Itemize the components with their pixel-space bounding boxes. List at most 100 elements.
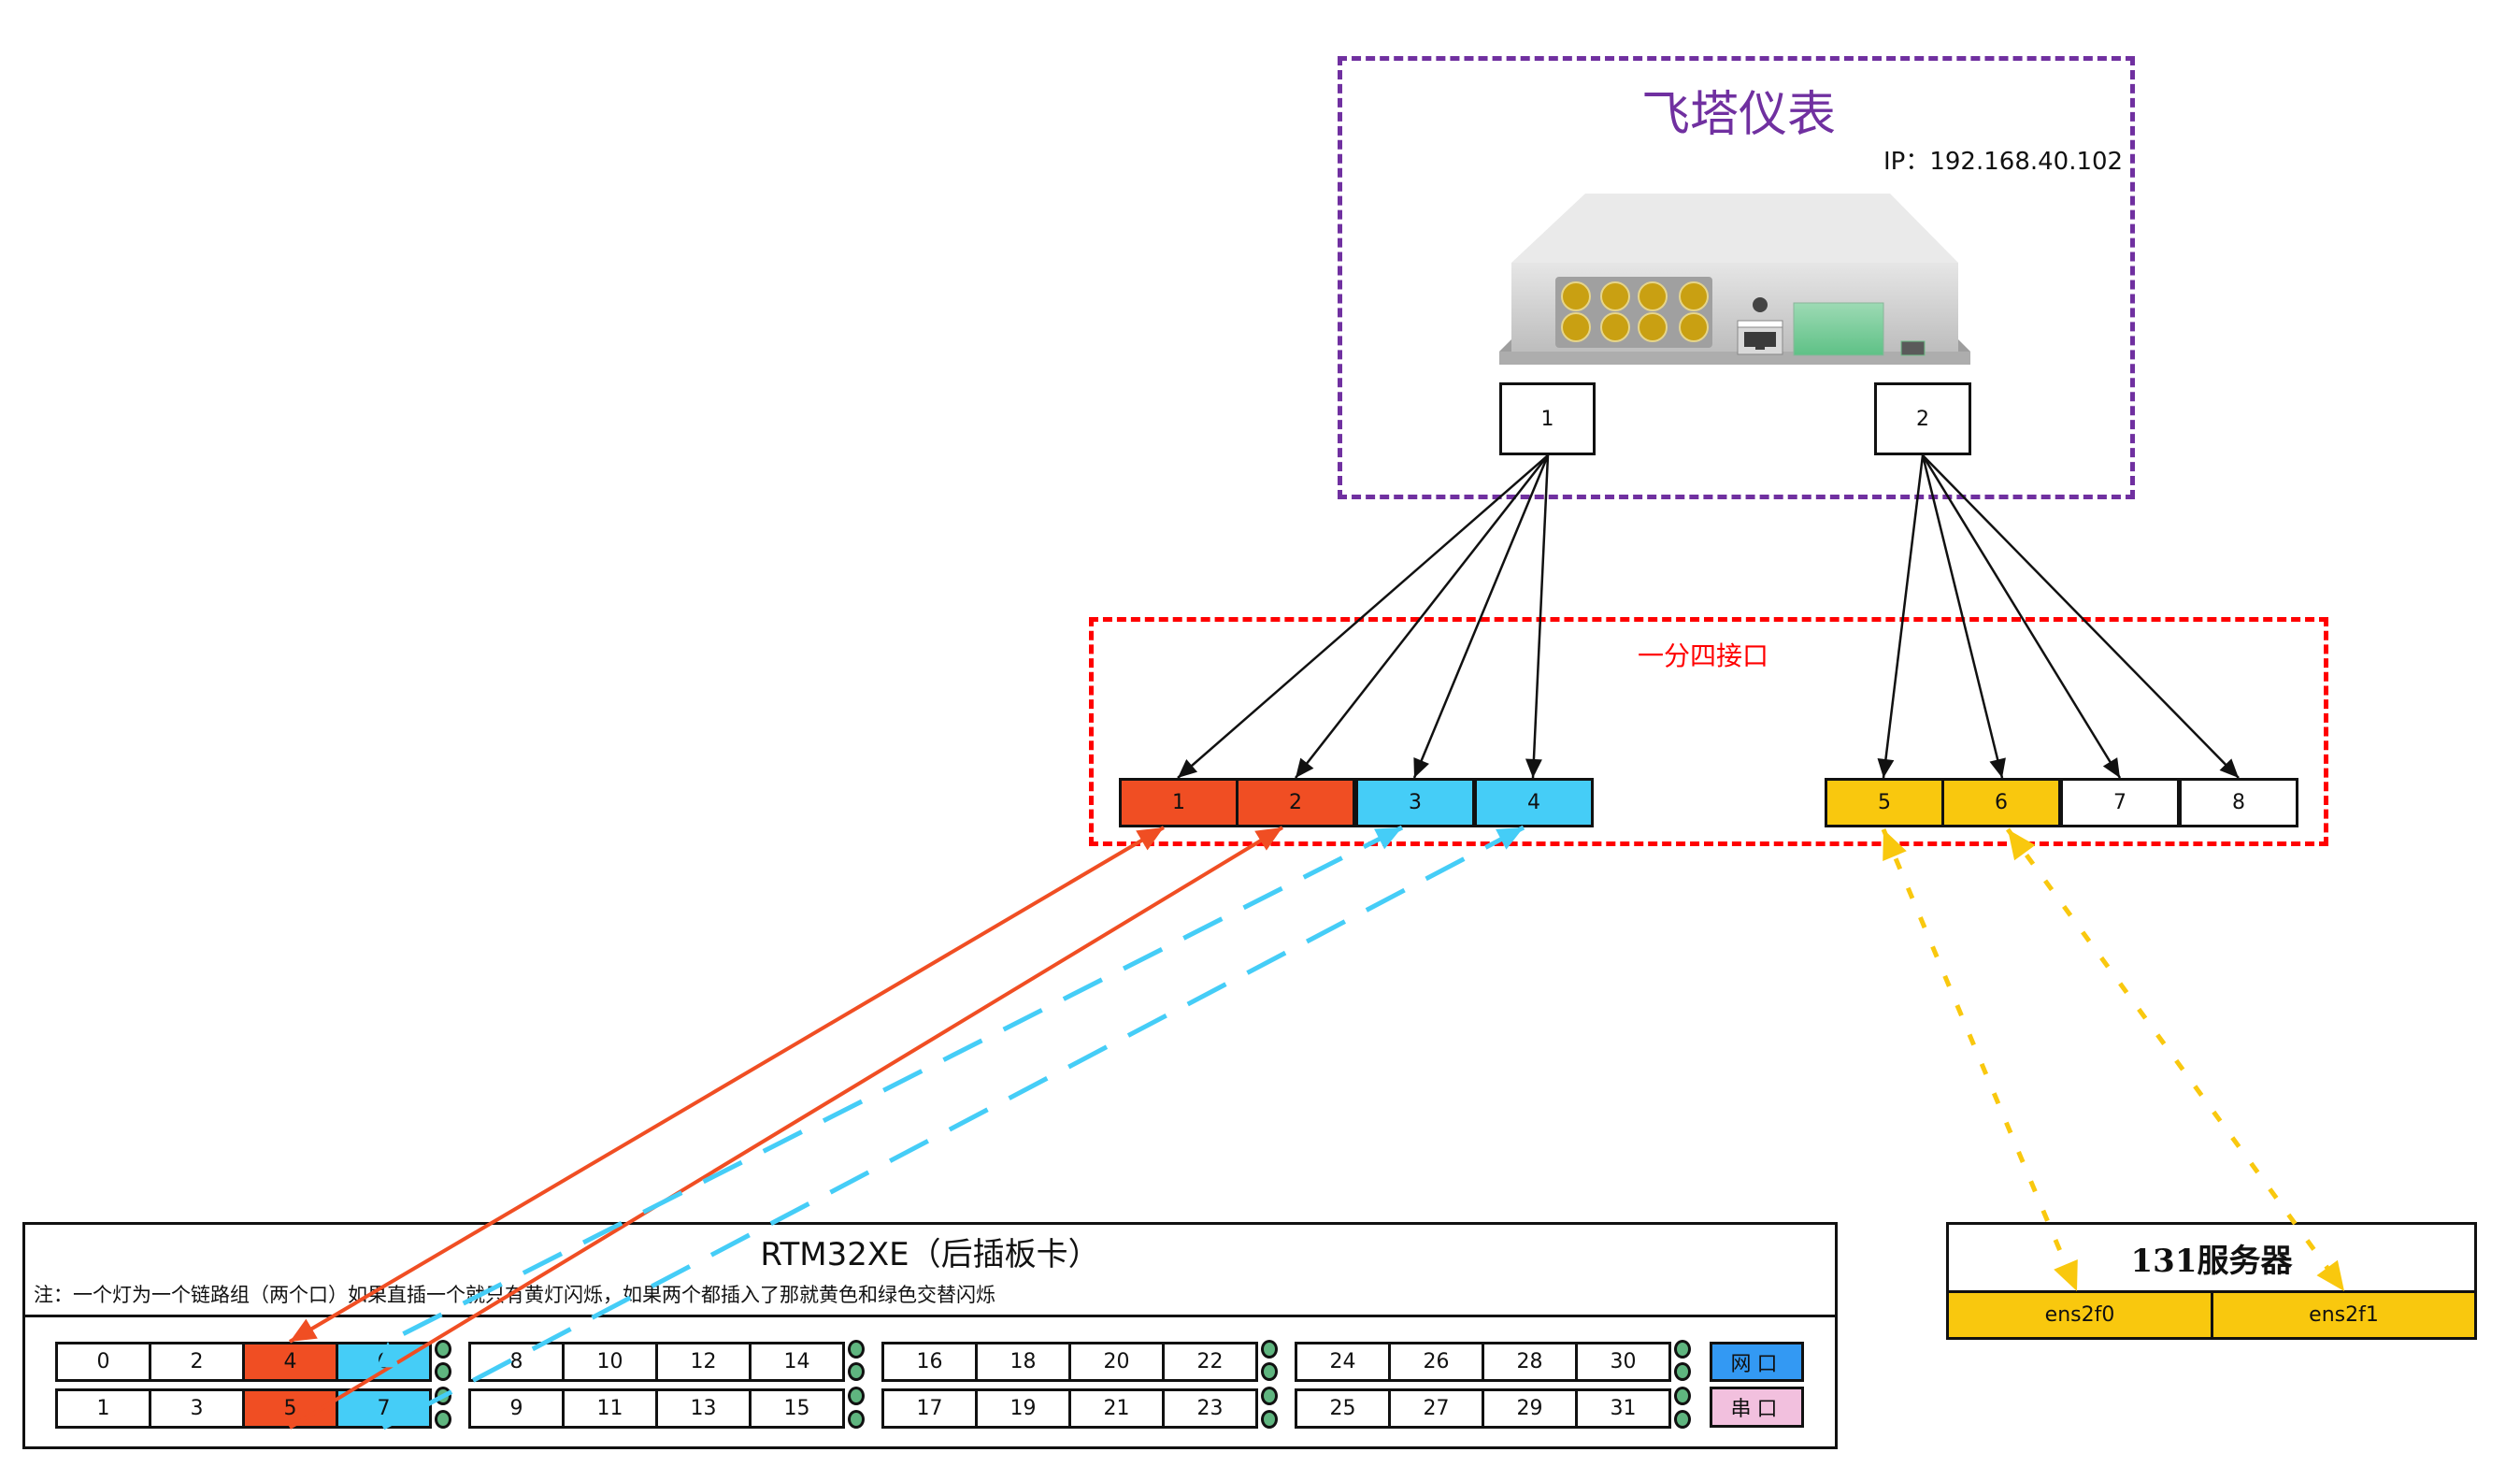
interface-label: ens2f1 xyxy=(2309,1303,2379,1327)
port-label: 3 xyxy=(190,1397,204,1420)
splitter-port-5[interactable]: 5 xyxy=(1825,778,1944,827)
board-port-24[interactable]: 24 xyxy=(1295,1342,1391,1382)
instrument-output-1[interactable]: 1 xyxy=(1499,382,1596,455)
link-led-icon xyxy=(1674,1362,1691,1381)
board-port-30[interactable]: 30 xyxy=(1575,1342,1671,1382)
board-port-7[interactable]: 7 xyxy=(336,1388,432,1429)
board-port-13[interactable]: 13 xyxy=(655,1388,752,1429)
port-label: 4 xyxy=(283,1350,297,1373)
link-led-icon xyxy=(1261,1362,1278,1381)
splitter-frame xyxy=(1089,617,2328,846)
board-port-27[interactable]: 27 xyxy=(1388,1388,1484,1429)
port-label: 4 xyxy=(1527,791,1540,814)
port-label: 10 xyxy=(596,1350,623,1373)
board-port-20[interactable]: 20 xyxy=(1068,1342,1165,1382)
instrument-device-icon xyxy=(1499,194,1970,365)
board-port-2[interactable]: 2 xyxy=(149,1342,245,1382)
port-label: 9 xyxy=(509,1397,523,1420)
port-label: 1 xyxy=(96,1397,110,1420)
link-led-icon xyxy=(848,1410,865,1429)
bnc-panel xyxy=(1555,277,1712,348)
server-interface-ens2f1[interactable]: ens2f1 xyxy=(2211,1290,2477,1340)
board-divider xyxy=(22,1315,1838,1317)
board-port-25[interactable]: 25 xyxy=(1295,1388,1391,1429)
bnc-connectors xyxy=(1561,281,1709,342)
status-indicator xyxy=(1900,340,1926,356)
splitter-port-6[interactable]: 6 xyxy=(1941,778,2061,827)
device-top-face xyxy=(1511,194,1958,263)
port-label: 29 xyxy=(1516,1397,1543,1420)
board-port-19[interactable]: 19 xyxy=(975,1388,1071,1429)
port-label: 6 xyxy=(377,1350,391,1373)
board-port-26[interactable]: 26 xyxy=(1388,1342,1484,1382)
board-port-14[interactable]: 14 xyxy=(749,1342,845,1382)
output-label: 1 xyxy=(1540,407,1554,431)
board-port-17[interactable]: 17 xyxy=(881,1388,978,1429)
port-label: 27 xyxy=(1423,1397,1450,1420)
port-label: 25 xyxy=(1329,1397,1356,1420)
network-port[interactable]: 网口 xyxy=(1710,1342,1804,1382)
board-port-4[interactable]: 4 xyxy=(242,1342,338,1382)
board-port-11[interactable]: 11 xyxy=(562,1388,658,1429)
network-port-label: 网口 xyxy=(1730,1352,1783,1376)
terminal-block xyxy=(1793,302,1884,356)
port-label: 7 xyxy=(377,1397,391,1420)
device-base xyxy=(1499,352,1970,365)
server-title: 131服务器 xyxy=(2130,1242,2293,1280)
port-label: 8 xyxy=(2232,791,2245,814)
port-label: 18 xyxy=(1009,1350,1037,1373)
port-label: 8 xyxy=(509,1350,523,1373)
link-led-icon xyxy=(1674,1340,1691,1359)
link-led-icon xyxy=(435,1387,451,1405)
port-label: 20 xyxy=(1103,1350,1130,1373)
board-port-8[interactable]: 8 xyxy=(468,1342,565,1382)
board-note: 注：一个灯为一个链路组（两个口）如果直插一个就只有黄灯闪烁，如果两个都插入了那就… xyxy=(34,1284,995,1306)
port-label: 21 xyxy=(1103,1397,1130,1420)
board-port-29[interactable]: 29 xyxy=(1482,1388,1578,1429)
splitter-port-8[interactable]: 8 xyxy=(2179,778,2298,827)
board-port-15[interactable]: 15 xyxy=(749,1388,845,1429)
port-label: 24 xyxy=(1329,1350,1356,1373)
board-port-23[interactable]: 23 xyxy=(1162,1388,1258,1429)
board-port-31[interactable]: 31 xyxy=(1575,1388,1671,1429)
port-label: 11 xyxy=(596,1397,623,1420)
board-port-28[interactable]: 28 xyxy=(1482,1342,1578,1382)
board-port-6[interactable]: 6 xyxy=(336,1342,432,1382)
board-port-22[interactable]: 22 xyxy=(1162,1342,1258,1382)
splitter-port-4[interactable]: 4 xyxy=(1474,778,1594,827)
server-interface-ens2f0[interactable]: ens2f0 xyxy=(1946,1290,2213,1340)
port-label: 14 xyxy=(783,1350,810,1373)
instrument-title: 飞塔仪表 xyxy=(1640,87,1836,143)
port-label: 19 xyxy=(1009,1397,1037,1420)
splitter-port-3[interactable]: 3 xyxy=(1355,778,1475,827)
port-label: 5 xyxy=(1878,791,1891,814)
board-port-5[interactable]: 5 xyxy=(242,1388,338,1429)
splitter-port-2[interactable]: 2 xyxy=(1236,778,1355,827)
link-led-icon xyxy=(1261,1387,1278,1405)
port-label: 1 xyxy=(1172,791,1185,814)
splitter-port-7[interactable]: 7 xyxy=(2060,778,2180,827)
board-port-21[interactable]: 21 xyxy=(1068,1388,1165,1429)
splitter-port-1[interactable]: 1 xyxy=(1119,778,1239,827)
instrument-ip: IP：192.168.40.102 xyxy=(1883,148,2124,176)
board-port-3[interactable]: 3 xyxy=(149,1388,245,1429)
port-label: 12 xyxy=(690,1350,717,1373)
interface-label: ens2f0 xyxy=(2044,1303,2115,1327)
link-led-icon xyxy=(1261,1410,1278,1429)
board-port-18[interactable]: 18 xyxy=(975,1342,1071,1382)
port-label: 28 xyxy=(1516,1350,1543,1373)
board-port-12[interactable]: 12 xyxy=(655,1342,752,1382)
serial-port-label: 串口 xyxy=(1730,1398,1783,1421)
board-port-1[interactable]: 1 xyxy=(55,1388,151,1429)
instrument-output-2[interactable]: 2 xyxy=(1874,382,1971,455)
board-port-10[interactable]: 10 xyxy=(562,1342,658,1382)
link-led-icon xyxy=(848,1362,865,1381)
port-label: 26 xyxy=(1423,1350,1450,1373)
power-led xyxy=(1753,297,1768,312)
board-port-0[interactable]: 0 xyxy=(55,1342,151,1382)
serial-port[interactable]: 串口 xyxy=(1710,1387,1804,1428)
link-led-icon xyxy=(435,1410,451,1429)
instrument-frame xyxy=(1338,56,2135,499)
board-port-16[interactable]: 16 xyxy=(881,1342,978,1382)
board-port-9[interactable]: 9 xyxy=(468,1388,565,1429)
